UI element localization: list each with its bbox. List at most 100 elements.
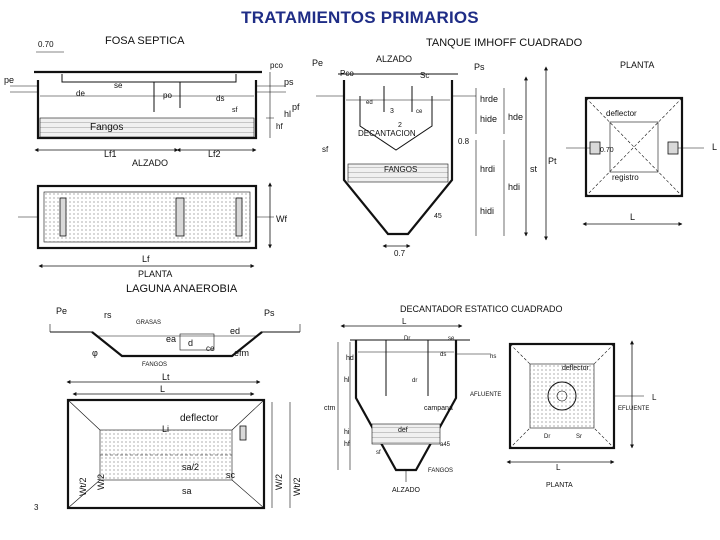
- fosa-fangos-label: Fangos: [90, 122, 123, 133]
- fosa-septica-diagram: FOSA SEPTICA 0.70 pe pco ps pf se de po …: [4, 35, 300, 279]
- laguna-num3-label: 3: [34, 503, 39, 512]
- laguna-ed-label: ed: [230, 326, 240, 336]
- laguna-wt2-label: Wt/2: [78, 477, 88, 496]
- imhoff-hidi-label: hidi: [480, 206, 494, 216]
- laguna-efm-label: efm: [234, 348, 249, 358]
- dec-plan-efluente: EFLUENTE: [618, 406, 649, 412]
- dec-hs-label: hs: [490, 354, 496, 360]
- laguna-grasas-label: GRASAS: [136, 320, 161, 326]
- dec-campana-walls: [385, 340, 429, 396]
- laguna-basin: [91, 331, 263, 358]
- dec-sludge-zone: [371, 423, 441, 445]
- imhoff-pe-label: Pe: [312, 58, 323, 68]
- dec-plan-l-bottom: L: [556, 463, 561, 472]
- laguna-sc-label: sc: [226, 470, 236, 480]
- laguna-pe-label: Pe: [56, 306, 67, 316]
- imhoff-plan-070: 0.70: [600, 147, 614, 154]
- decantador-diagram: DECANTADOR ESTATICO CUADRADO L Dr se ds …: [324, 304, 657, 494]
- dec-plan-diagonals: [509, 343, 615, 449]
- fosa-dim-070: 0.70: [38, 40, 54, 49]
- page-title: TRATAMIENTOS PRIMARIOS: [241, 8, 479, 27]
- dec-dr-label: Dr: [404, 336, 410, 342]
- laguna-deflector-label: deflector: [180, 413, 219, 424]
- laguna-width-dims: [271, 402, 291, 508]
- dec-plan-sr: Sr: [576, 434, 582, 440]
- fosa-sludge-layer: [39, 117, 255, 138]
- imhoff-title: TANQUE IMHOFF CUADRADO: [426, 37, 583, 49]
- imhoff-plan-l-bottom: L: [630, 212, 635, 222]
- imhoff-pco-label: Pco: [340, 69, 354, 78]
- imhoff-sludge-zone: [347, 163, 449, 183]
- laguna-ce-label: ce: [206, 344, 215, 353]
- fosa-ds-label: ds: [216, 94, 224, 103]
- fosa-pe-label: pe: [4, 75, 14, 85]
- imhoff-planta-label: PLANTA: [620, 60, 654, 70]
- laguna-li-label: Li: [162, 424, 169, 434]
- fosa-pf-label: pf: [292, 102, 300, 112]
- imhoff-num2-label: 2: [398, 122, 402, 129]
- imhoff-plan-inner: [609, 121, 659, 173]
- dec-plan-deflector: deflector: [562, 365, 590, 372]
- fosa-hf-label: hf: [276, 122, 283, 131]
- dec-height-dims: [337, 342, 351, 470]
- fosa-se-label: se: [114, 81, 123, 90]
- dec-fangos-label: FANGOS: [428, 468, 453, 474]
- laguna-sa-label: sa: [182, 486, 192, 496]
- fosa-lf1-label: Lf1: [104, 149, 117, 159]
- laguna-d-label: d: [188, 338, 193, 348]
- imhoff-inner-walls: [383, 86, 413, 112]
- laguna-ps-label: Ps: [264, 308, 275, 318]
- fosa-plan-inlet-box: [59, 197, 67, 237]
- imhoff-fangos-label: FANGOS: [384, 165, 417, 174]
- imhoff-hrde-label: hrde: [480, 94, 498, 104]
- imhoff-tank-diagram: TANQUE IMHOFF CUADRADO ALZADO Pe Pco Sc …: [312, 37, 717, 258]
- imhoff-tank-outline: [342, 80, 454, 236]
- dec-plan-center: [556, 390, 568, 402]
- decantador-alzado: L Dr se ds hs hd dr ctm hl hi hf AFLUENT…: [324, 317, 501, 494]
- laguna-sa2-label: sa/2: [182, 462, 199, 472]
- imhoff-alzado-label: ALZADO: [376, 54, 412, 64]
- dec-hf-label: hf: [344, 441, 350, 448]
- fosa-po-label: po: [163, 91, 172, 100]
- fosa-planta-label: PLANTA: [138, 269, 172, 279]
- fosa-tank-outline: [36, 80, 258, 140]
- imhoff-sc-label: Sc: [420, 71, 429, 80]
- laguna-section: Pe rs Ps GRASAS ea ed d ce efm φ FANGOS: [49, 306, 301, 368]
- imhoff-planta: PLANTA deflector 0.70 registro L L: [566, 60, 717, 226]
- dec-dr2-label: dr: [412, 378, 417, 384]
- fosa-sf-label: sf: [232, 107, 238, 114]
- dec-campana-label: campana: [424, 405, 453, 412]
- laguna-phi-label: φ: [92, 348, 98, 358]
- fosa-inner-frame: [61, 74, 237, 83]
- fosa-plan-outlet-box: [235, 197, 243, 237]
- imhoff-plan-l-side: L: [712, 142, 717, 152]
- laguna-w2-label: W/2: [96, 474, 106, 490]
- imhoff-num3-label: 3: [390, 108, 394, 115]
- laguna-anaerobia-diagram: LAGUNA ANAEROBIA Pe rs Ps GRASAS ea ed d…: [34, 283, 302, 512]
- imhoff-deg45-label: 45: [434, 213, 442, 220]
- fosa-inlet-pipe: [10, 85, 38, 93]
- laguna-lt-label: Lt: [162, 372, 170, 382]
- dec-plan-inner: [529, 363, 595, 429]
- dec-planta-label: PLANTA: [546, 482, 573, 489]
- imhoff-upper-dims: [475, 88, 505, 134]
- imhoff-hdi-label: hdi: [508, 182, 520, 192]
- fosa-lf2-label: Lf2: [208, 149, 221, 159]
- imhoff-plan-inlet: [589, 141, 601, 155]
- imhoff-plan-outline: [584, 96, 684, 198]
- fosa-alzado-label: ALZADO: [132, 158, 168, 168]
- fosa-plan-interior: [43, 191, 251, 243]
- dec-hi-label: hi: [344, 429, 350, 436]
- fosa-planta: Wf Lf PLANTA: [18, 182, 287, 279]
- dec-plan-l-right: L: [652, 393, 657, 402]
- imhoff-hde-label: hde: [508, 112, 523, 122]
- imhoff-hrdi-label: hrdi: [480, 164, 495, 174]
- laguna-plan-outline: [66, 398, 266, 510]
- imhoff-dim-08: 0.8: [458, 137, 470, 146]
- laguna-l-label: L: [160, 384, 165, 394]
- dec-ctm-label: ctm: [324, 405, 335, 412]
- dec-a45-label: a45: [440, 442, 451, 448]
- dec-se-label: se: [448, 336, 455, 342]
- fosa-wf-label: Wf: [276, 214, 287, 224]
